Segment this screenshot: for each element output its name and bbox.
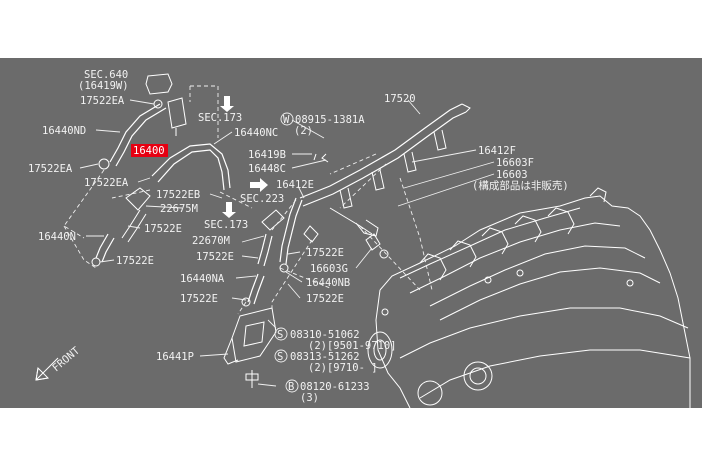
s-badge [274, 327, 288, 341]
part-label-08120-qty: (3) [300, 392, 319, 404]
direction-arrows [35, 96, 268, 381]
part-label-22670m[interactable]: 22670M [192, 235, 230, 247]
s-badge-label: S [277, 329, 283, 341]
s-badge-label: S [277, 351, 283, 363]
part-label-16440nd[interactable]: 16440ND [42, 125, 86, 137]
part-label-17522ea-left[interactable]: 17522EA [28, 163, 73, 175]
part-label-17522e-d[interactable]: 17522E [180, 293, 218, 305]
w-badge-label: W [283, 114, 290, 126]
prefix-badges: W S S B [274, 112, 299, 393]
part-label-17522ea-mid[interactable]: 17522EA [84, 177, 129, 189]
part-label-08120-61233[interactable]: 08120-61233 [300, 381, 370, 393]
s-badge [274, 349, 288, 363]
down-arrow-icon [222, 202, 236, 218]
part-label-08310-note: (2)[9501-9710] [308, 340, 397, 352]
b-badge-label: B [288, 381, 294, 393]
part-label-16412e[interactable]: 16412E [276, 179, 314, 191]
part-label-16448c[interactable]: 16448C [248, 163, 286, 175]
part-label-17520[interactable]: 17520 [384, 93, 416, 105]
part-label-22675m[interactable]: 22675M [160, 203, 198, 215]
part-label-17522e-f[interactable]: 17522E [306, 293, 344, 305]
part-label-17522e-c[interactable]: 17522E [196, 251, 234, 263]
part-label-16603g[interactable]: 16603G [310, 263, 348, 275]
part-labels: SEC.640 (16419W) 17522EA 16440ND SEC.173… [28, 69, 569, 404]
parts-diagram: W S S B 16400 SEC.640 (16419W) 17522EA 1… [0, 58, 702, 408]
leader-lines [79, 99, 495, 387]
part-label-17522e-e[interactable]: 17522E [306, 247, 344, 259]
section-ref-223[interactable]: SEC.223 [240, 193, 284, 205]
w-badge [280, 112, 294, 126]
part-label-08313-51262[interactable]: 08313-51262 [290, 351, 360, 363]
section-ref-640-sub: (16419W) [78, 80, 129, 92]
part-label-16603[interactable]: 16603 [496, 169, 528, 181]
part-label-17522eb[interactable]: 17522EB [156, 189, 200, 201]
part-label-16441p[interactable]: 16441P [156, 351, 194, 363]
section-ref-173-top[interactable]: SEC.173 [198, 112, 242, 124]
part-label-16603f[interactable]: 16603F [496, 157, 534, 169]
b-badge [285, 379, 299, 393]
section-ref-173-mid[interactable]: SEC.173 [204, 219, 248, 231]
part-label-16440na[interactable]: 16440NA [180, 273, 225, 285]
part-label-16603-note: (構成部品は非販売) [472, 179, 569, 192]
highlight-16400-background [131, 144, 168, 157]
right-arrow-icon [250, 178, 268, 192]
engine-block-drawing [367, 187, 691, 408]
part-label-16412f[interactable]: 16412F [478, 145, 516, 157]
part-label-16440n[interactable]: 16440N [38, 231, 76, 243]
part-label-08310-51062[interactable]: 08310-51062 [290, 329, 360, 341]
down-arrow-icon [220, 96, 234, 112]
part-label-08915-qty: (2) [294, 125, 313, 137]
dashed-guide-lines [63, 85, 433, 315]
part-label-16400[interactable]: 16400 [133, 145, 165, 157]
part-label-16419b[interactable]: 16419B [248, 149, 286, 161]
part-label-08915-1381a[interactable]: 08915-1381A [295, 114, 365, 126]
part-label-17522e-a[interactable]: 17522E [144, 223, 182, 235]
section-ref-640[interactable]: SEC.640 [84, 69, 128, 81]
part-label-17522ea-top[interactable]: 17522EA [80, 95, 125, 107]
part-label-16440nb[interactable]: 16440NB [306, 277, 350, 289]
diagram-background [0, 58, 702, 408]
part-label-16440nc[interactable]: 16440NC [234, 127, 278, 139]
part-label-08313-note: (2)[9710- ] [308, 362, 378, 374]
part-label-17522e-b[interactable]: 17522E [116, 255, 154, 267]
